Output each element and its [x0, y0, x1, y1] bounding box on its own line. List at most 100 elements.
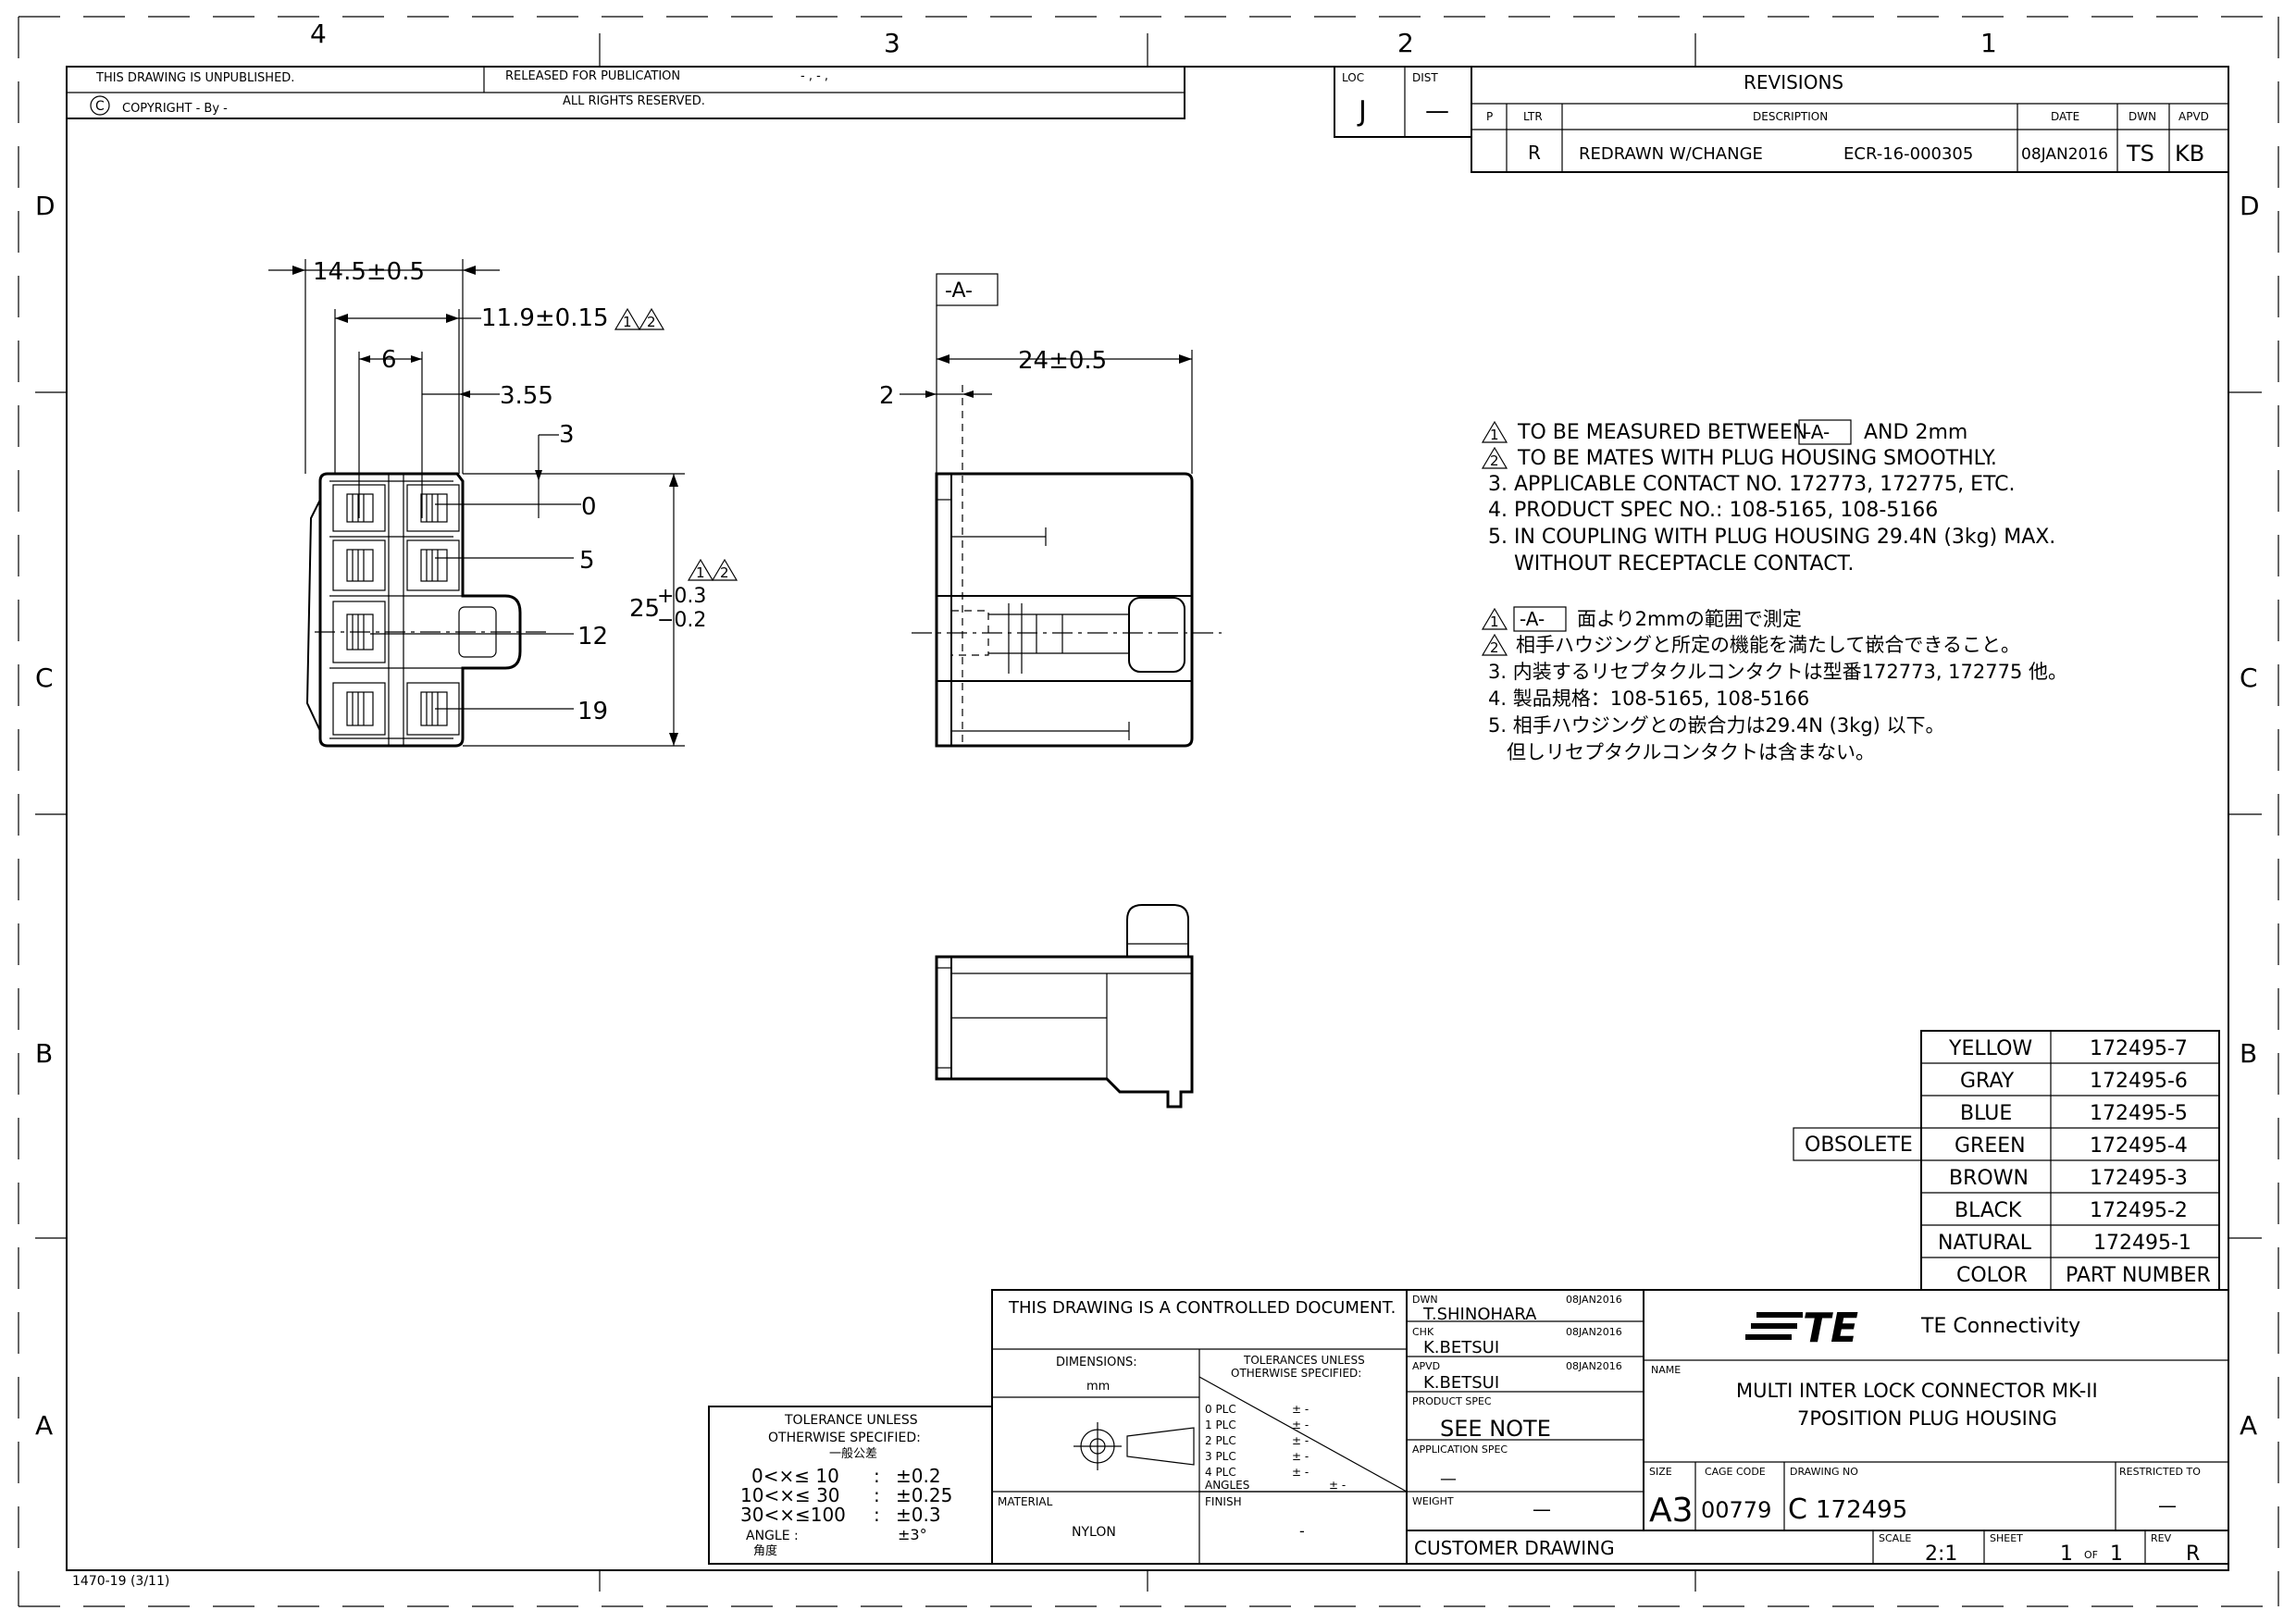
- part-row-green: 172495-4: [2090, 1134, 2188, 1158]
- tol-title-1: TOLERANCES UNLESS: [1243, 1354, 1365, 1367]
- restricted-label: RESTRICTED TO: [2119, 1466, 2201, 1478]
- note-en-1-datum-box: [1798, 419, 1852, 445]
- cage-code-value: 00779: [1701, 1497, 1771, 1523]
- dim-2: 2: [879, 382, 895, 410]
- part-name-line2: 7POSITION PLUG HOUSING: [1797, 1407, 2057, 1430]
- sheet-total: 1: [2110, 1542, 2123, 1566]
- form-number: 1470-19 (3/11): [72, 1574, 169, 1589]
- finish-value: -: [1299, 1522, 1305, 1540]
- dim-11-9-flag2: 2: [647, 314, 656, 330]
- plc-2-label: 2 PLC: [1205, 1434, 1236, 1447]
- finish-label: FINISH: [1205, 1495, 1242, 1508]
- plc-4-value: ± -: [1292, 1466, 1309, 1479]
- dwn-date: 08JAN2016: [1566, 1294, 1622, 1306]
- note-jp-1-datum-box: [1513, 606, 1567, 632]
- zone-top-4: 4: [310, 19, 327, 49]
- zone-side-c: C: [35, 663, 54, 693]
- side-view: [912, 472, 1222, 748]
- apvd-date: 08JAN2016: [1566, 1360, 1622, 1372]
- dim-5: 5: [579, 547, 595, 575]
- drawing-prefix: C: [1788, 1493, 1807, 1526]
- dim-14-5: 14.5±0.5: [313, 258, 425, 286]
- dim-3: 3: [559, 421, 575, 449]
- rev-header-p: P: [1486, 110, 1493, 123]
- sheet-label: SHEET: [1990, 1532, 2023, 1544]
- angles-value: ± -: [1329, 1479, 1346, 1492]
- size-label: SIZE: [1649, 1466, 1672, 1478]
- note-en-5: 5. IN COUPLING WITH PLUG HOUSING 29.4N (…: [1488, 526, 2055, 549]
- dim-11-9-flag1: 1: [623, 314, 632, 330]
- zone-top-3: 3: [884, 28, 900, 58]
- rev-header-dwn: DWN: [2128, 110, 2156, 123]
- part-row-gray: 172495-6: [2090, 1070, 2188, 1093]
- chk-name: K.BETSUI: [1423, 1338, 1499, 1357]
- te-logo-text: TE: [1803, 1305, 1858, 1352]
- rev-row-ecr: ECR-16-000305: [1843, 144, 1973, 164]
- note-en-1-box: -A-: [1805, 421, 1830, 443]
- note-en-5b: WITHOUT RECEPTACLE CONTACT.: [1488, 552, 1854, 576]
- gen-tol-row1-range: 0<×≤ 10: [751, 1465, 839, 1487]
- drawing-frame: [18, 16, 2279, 1607]
- gen-tol-row2-sep: :: [874, 1484, 880, 1506]
- gen-tol-line3: 一般公差: [829, 1446, 877, 1461]
- general-tolerance-box: TOLERANCE UNLESS OTHERWISE SPECIFIED: 一般…: [708, 1406, 993, 1565]
- contact-cavity-row2: [332, 539, 460, 591]
- dist-value: —: [1425, 97, 1449, 125]
- rev-row-apvd: KB: [2175, 141, 2204, 167]
- rev-row-ltr: R: [1528, 142, 1541, 164]
- material-value: NYLON: [1072, 1525, 1116, 1540]
- plc-3-label: 3 PLC: [1205, 1450, 1236, 1463]
- sheet-of: OF: [2084, 1549, 2098, 1561]
- dim-24: 24±0.5: [1018, 347, 1107, 375]
- note-en-1-tail: AND 2mm: [1864, 421, 1967, 444]
- restricted-value: —: [2158, 1494, 2177, 1517]
- company-name: TE Connectivity: [1920, 1315, 2080, 1338]
- obsolete-label: OBSOLETE: [1805, 1134, 1913, 1157]
- zone-side-a-right: A: [2240, 1410, 2257, 1441]
- apvd-label: APVD: [1412, 1360, 1440, 1372]
- size-value: A3: [1649, 1492, 1694, 1530]
- material-label: MATERIAL: [998, 1495, 1053, 1508]
- title-block: THIS DRAWING IS A CONTROLLED DOCUMENT. D…: [991, 1289, 2229, 1566]
- color-part-table: OBSOLETE YELLOW 172495-7 GRAY 172495-6 B…: [1793, 1030, 2220, 1291]
- color-row-blue: BLUE: [1960, 1102, 2012, 1125]
- tol-title-2: OTHERWISE SPECIFIED:: [1231, 1367, 1361, 1380]
- dim-25-minus: −0.2: [657, 609, 706, 632]
- rev-row-date: 08JAN2016: [2021, 145, 2108, 164]
- loc-value: J: [1357, 95, 1367, 128]
- color-row-yellow: YELLOW: [1948, 1037, 2032, 1060]
- color-header: COLOR: [1956, 1264, 2028, 1287]
- copyright-symbol: C: [95, 99, 105, 114]
- plc-0-label: 0 PLC: [1205, 1403, 1236, 1416]
- bottom-view: [935, 904, 1194, 1109]
- scale-label: SCALE: [1879, 1532, 1911, 1544]
- dim-19: 19: [577, 698, 608, 725]
- dim-25-flag1: 1: [696, 564, 705, 581]
- datum-a-box: [936, 273, 999, 306]
- plc-0-value: ± -: [1292, 1403, 1309, 1416]
- note-jp-3: 3. 内装するリセプタクルコンタクトは型番172773, 172775 他。: [1488, 661, 2067, 683]
- gen-tol-row3-sep: :: [874, 1504, 880, 1526]
- drawing-number: 172495: [1816, 1496, 1907, 1524]
- dim-25-flag2: 2: [720, 564, 729, 581]
- gen-tol-row2-tol: ±0.25: [896, 1484, 952, 1506]
- zone-top-1: 1: [1980, 28, 1997, 58]
- note-jp-flag-2-icon: [1481, 633, 1508, 656]
- header-block: THIS DRAWING IS UNPUBLISHED. RELEASED FO…: [66, 66, 1185, 119]
- dim-3-55: 3.55: [500, 382, 553, 410]
- part-row-natural: 172495-1: [2093, 1232, 2191, 1255]
- flag-2-icon: [711, 558, 738, 581]
- copyright-text: COPYRIGHT - By -: [122, 102, 228, 116]
- note-en-2-flag: 2: [1490, 452, 1499, 469]
- note-jp-4: 4. 製品規格：108-5165, 108-5166: [1488, 688, 1809, 710]
- plc-3-value: ± -: [1292, 1450, 1309, 1463]
- scale-value: 2:1: [1925, 1542, 1957, 1566]
- flag-2-icon: [638, 307, 665, 330]
- dim-12: 12: [577, 623, 608, 650]
- chk-date: 08JAN2016: [1566, 1326, 1622, 1338]
- note-jp-2: 相手ハウジングと所定の機能を満たして嵌合できること。: [1516, 634, 2020, 656]
- loc-label: LOC: [1342, 71, 1364, 84]
- dim-25-plus: +0.3: [657, 585, 706, 608]
- rev-value: R: [2186, 1542, 2200, 1566]
- cage-code-label: CAGE CODE: [1705, 1466, 1766, 1478]
